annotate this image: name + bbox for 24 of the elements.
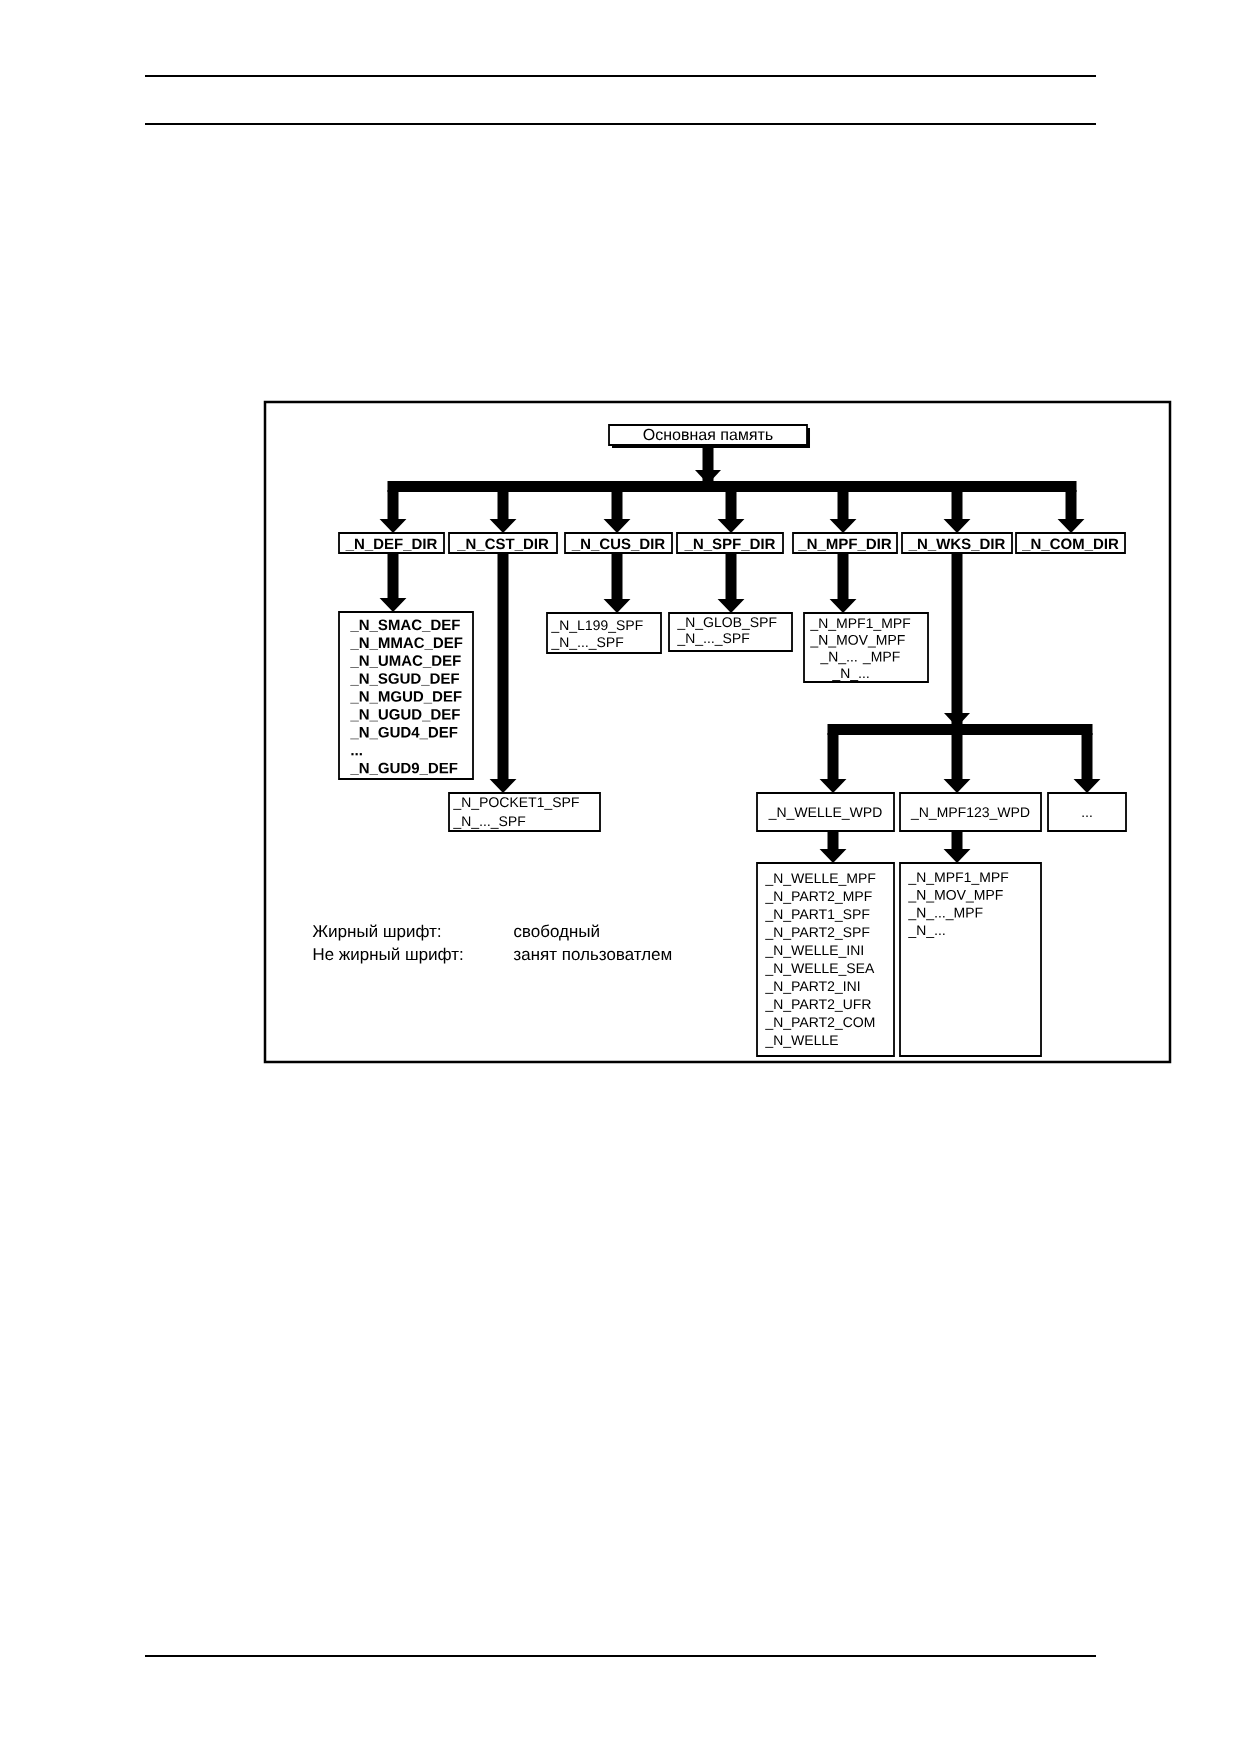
folder-box: _N_CUS_DIR (564, 532, 673, 554)
folder-box: _N_MPF123_WPD (899, 792, 1042, 832)
folder-box: _N_COM_DIR (1015, 532, 1126, 554)
folder-box: ... (1047, 792, 1127, 832)
note-text: занят пользоватлем (513, 950, 672, 961)
folder-box: _N_WKS_DIR (901, 532, 1013, 554)
folder-box: _N_CST_DIR (448, 532, 558, 554)
file-list-box: _N_WELLE_MPF _N_PART2_MPF _N_PART1_SPF _N_PART2_SPF _N_WELLE_INI _N_WELLE_SEA _N_PART2_INI _N_PART2_UFR _N_PART2_COM _N_WELLE (756, 862, 895, 1057)
arrow (387, 445, 1077, 492)
file-list-box: _N_POCKET1_SPF _N_..._SPF (448, 792, 601, 832)
note-text: Жирный шрифт: (312, 924, 441, 941)
folder-box: _N_SPF_DIR (676, 532, 784, 554)
file-list-box: _N_L199_SPF _N_..._SPF (546, 612, 662, 654)
folder-box: _N_DEF_DIR (338, 532, 445, 554)
root-box: Основная память (608, 424, 810, 448)
file-list-box: _N_SMAC_DEF _N_MMAC_DEF _N_UMAC_DEF _N_SGUD_DEF _N_MGUD_DEF _N_UGUD_DEF _N_GUD4_DEF ... _N_GUD9_DEF (338, 611, 474, 780)
note-text: Не жирный шрифт: (313, 947, 463, 964)
arrow (827, 553, 1093, 735)
file-list-box: _N_MPF1_MPF _N_MOV_MPF _N_..._MPF _N_... (899, 862, 1042, 1057)
folder-box: _N_MPF_DIR (792, 532, 898, 554)
note-text: свободный (514, 924, 599, 941)
file-list-box: _N_MPF1_MPF _N_MOV_MPF _N_... _MPF _N_... (803, 612, 929, 683)
file-list-box: _N_GLOB_SPF _N_..._SPF (668, 612, 793, 652)
folder-box: _N_WELLE_WPD (756, 792, 895, 832)
